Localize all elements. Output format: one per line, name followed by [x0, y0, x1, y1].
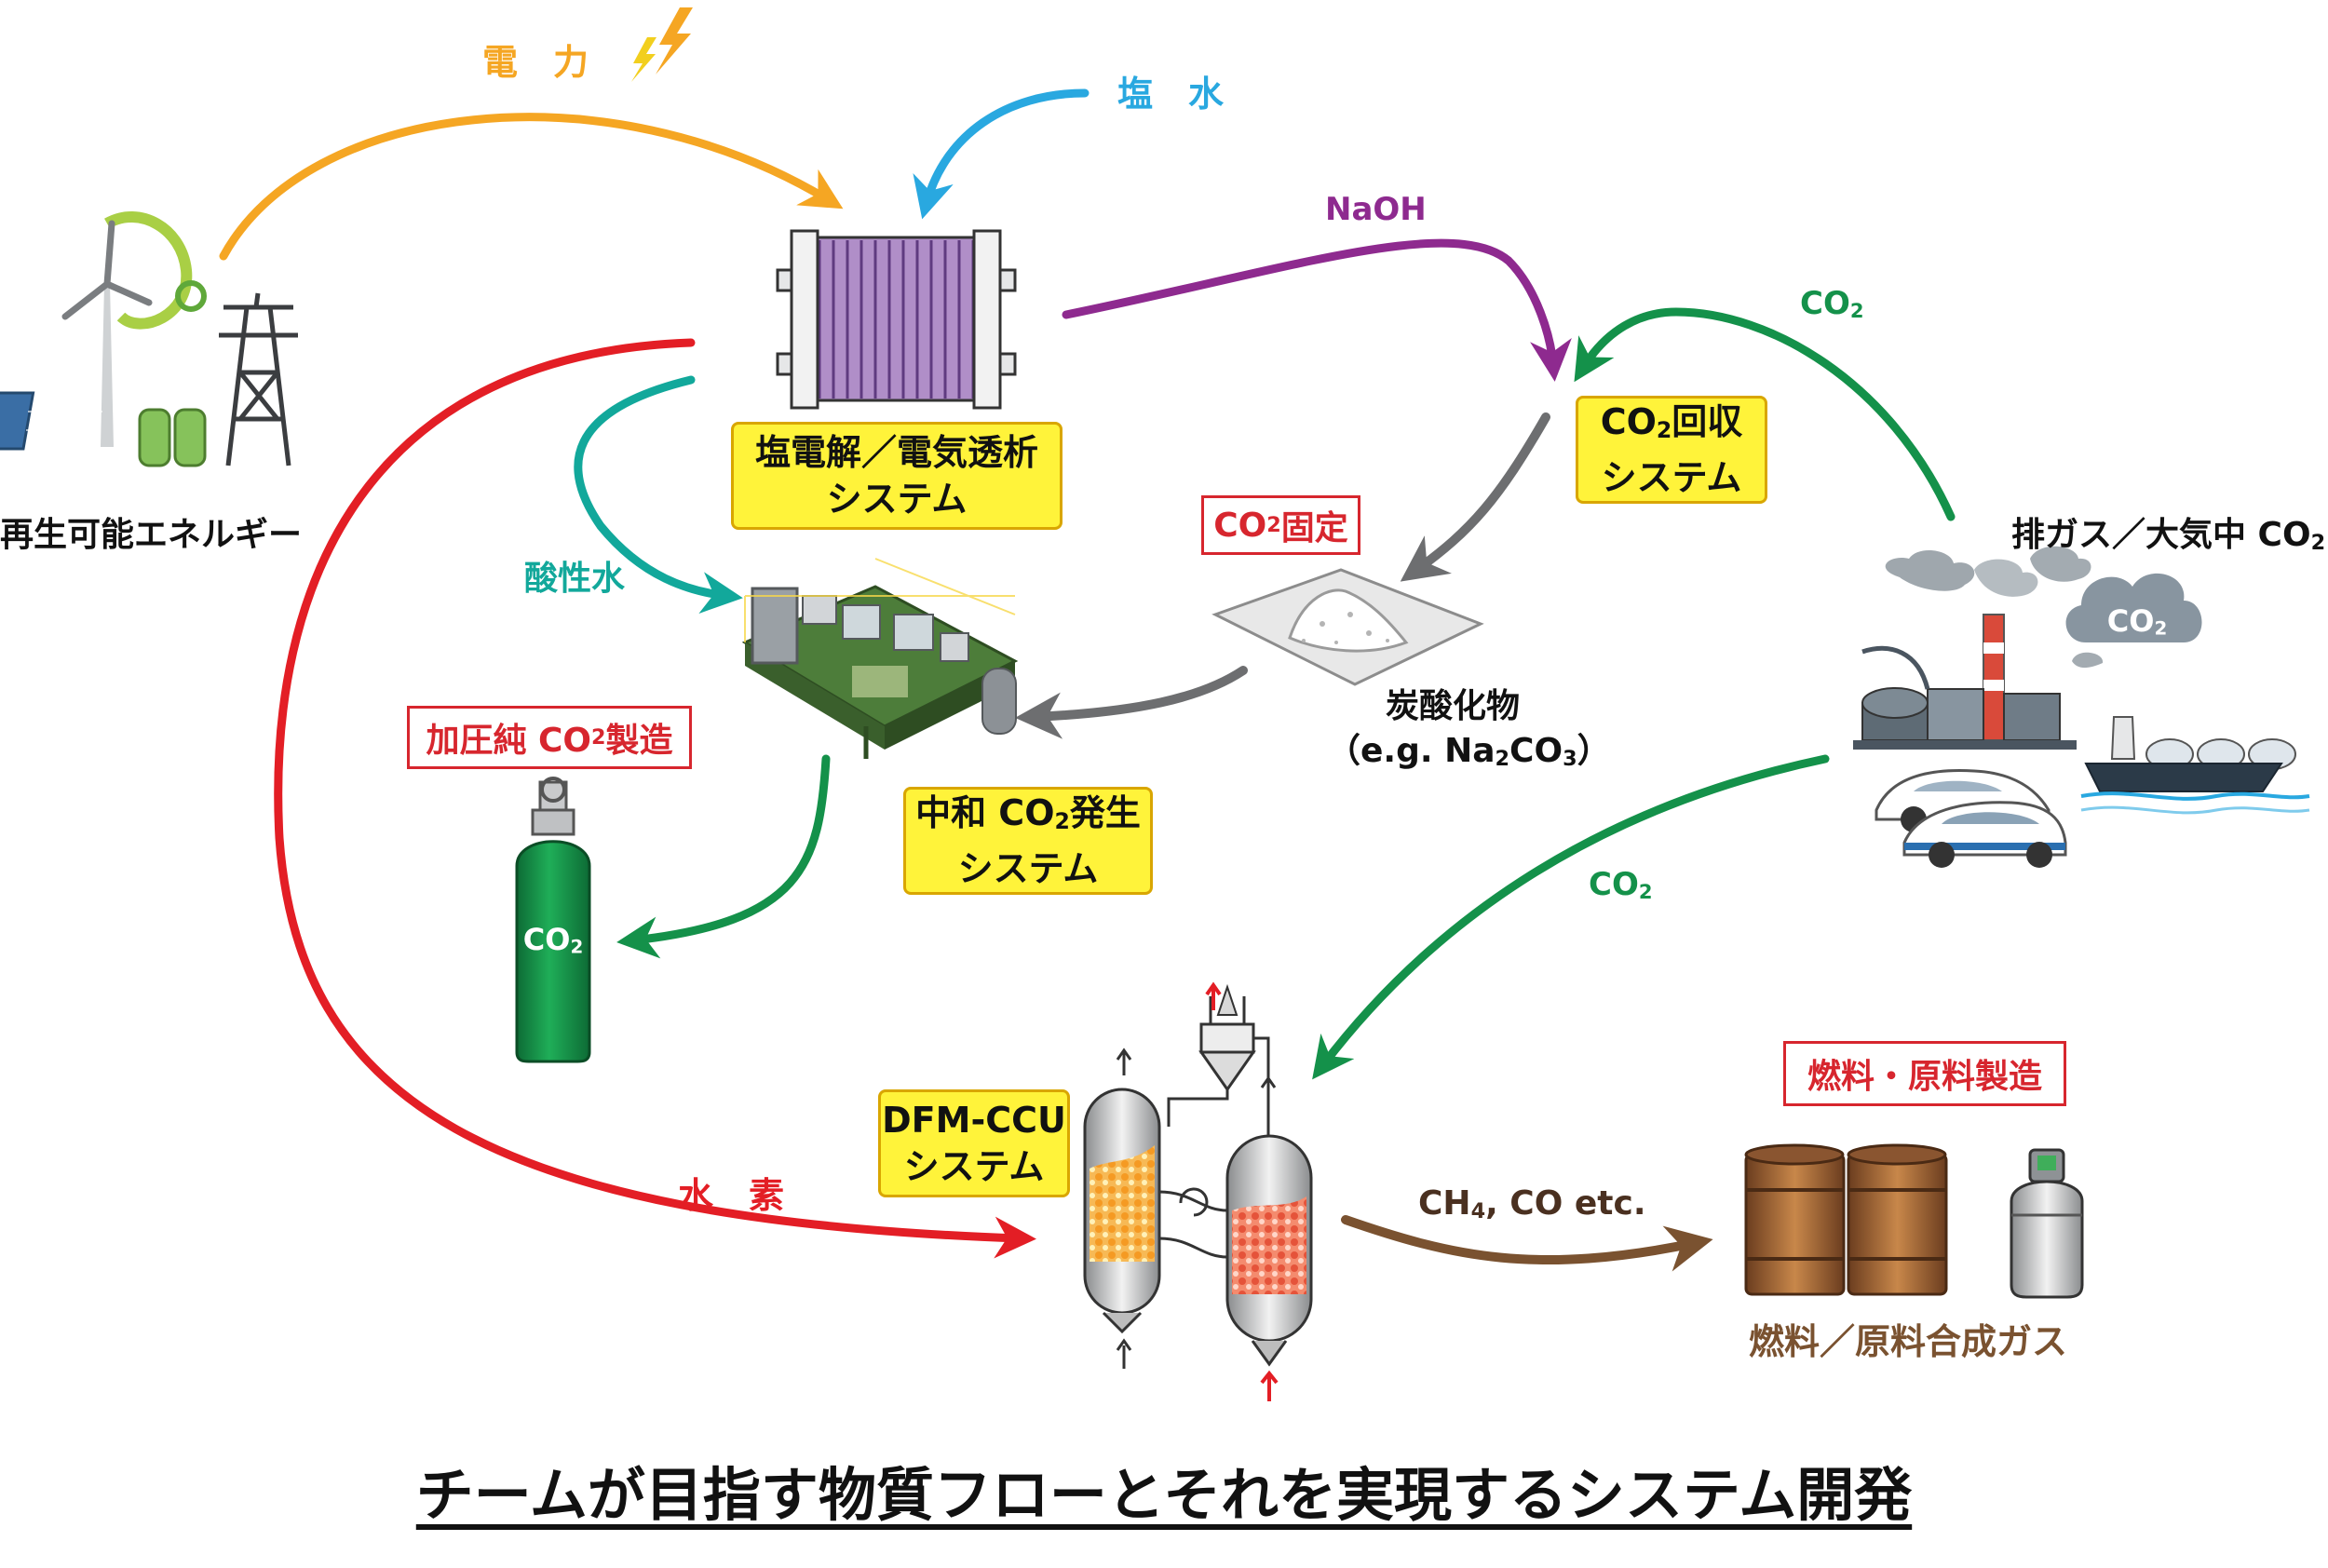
brine-arrow — [913, 88, 1090, 220]
exhaust-co2-label: 排ガス／大気中 CO2 — [2011, 516, 2326, 556]
syngas-label: 燃料／原料合成ガス — [1749, 1321, 2068, 1362]
acid-water-arrow — [574, 375, 743, 614]
gas-tank-icon — [2010, 1148, 2084, 1299]
dfm-line2: システム — [903, 1146, 1045, 1187]
co2-mid-label: CO2 — [1589, 866, 1653, 903]
power-arrow — [219, 113, 844, 261]
cylinder-co2-label: CO2 — [522, 922, 584, 958]
carbonate-label: 炭酸化物 （e.g. Na2CO3） — [1327, 687, 1611, 772]
co2-cylinder-icon — [515, 777, 591, 1063]
co2-capture-system-box: CO2回収 システム — [1576, 396, 1767, 504]
neutralization-system-icon — [741, 558, 1019, 759]
neutralization-system-box: 中和 CO2発生 システム — [903, 787, 1153, 895]
dfm-line1: DFM-CCU — [882, 1100, 1066, 1141]
electrolysis-line1: 塩電解／電気透析 — [754, 432, 1038, 473]
brine-label: 塩 水 — [1117, 74, 1225, 115]
naoh-label: NaOH — [1325, 191, 1427, 228]
neutral-to-cylinder-arrow — [616, 754, 831, 959]
capture-line1: CO2回収 — [1600, 401, 1743, 444]
neutral-line1: 中和 CO2発生 — [915, 792, 1141, 835]
co2-top-label: CO2 — [1800, 285, 1864, 322]
dfm-reactor-icon — [1083, 981, 1313, 1401]
fuel-production-box: 燃料・原料製造 — [1783, 1041, 2066, 1106]
emission-sources-icon — [1853, 546, 2310, 868]
carbonate-to-neutral-arrow — [1015, 666, 1248, 739]
hydrogen-label: 水 素 — [678, 1175, 785, 1216]
naoh-arrow — [1062, 238, 1572, 382]
renewable-energy-icon — [0, 211, 298, 467]
neutral-line2: システム — [957, 847, 1099, 889]
co2-to-dfm-arrow — [1312, 754, 1830, 1080]
capture-to-fixation-arrow — [1400, 412, 1550, 582]
dfm-ccu-system-box: DFM-CCU システム — [878, 1089, 1070, 1197]
capture-line2: システム — [1601, 456, 1742, 498]
renewable-energy-label: 再生可能エネルギー — [0, 516, 303, 554]
lightning-icon — [631, 7, 693, 82]
products-arrow — [1341, 1215, 1713, 1272]
fuel-barrels-icon — [1744, 1143, 1948, 1296]
products-label: CH4, CO etc. — [1418, 1184, 1646, 1224]
electrolysis-system-box: 塩電解／電気透析 システム — [731, 422, 1062, 530]
electrolyzer-icon — [776, 229, 1017, 410]
figure-caption: チームが目指す物質フローとそれを実現するシステム開発 — [415, 1461, 1913, 1529]
acid-water-label: 酸性水 — [524, 560, 626, 598]
carbonate-powder-icon — [1211, 568, 1484, 686]
co2-capture-arrow — [1574, 307, 1956, 521]
co2-cloud-icon — [2065, 573, 2202, 642]
hydrogen-arrow — [274, 338, 1036, 1259]
electrolysis-line2: システム — [826, 479, 968, 520]
power-label: 電 力 — [482, 42, 589, 83]
cloud-co2-label: CO2 — [2106, 603, 2168, 640]
